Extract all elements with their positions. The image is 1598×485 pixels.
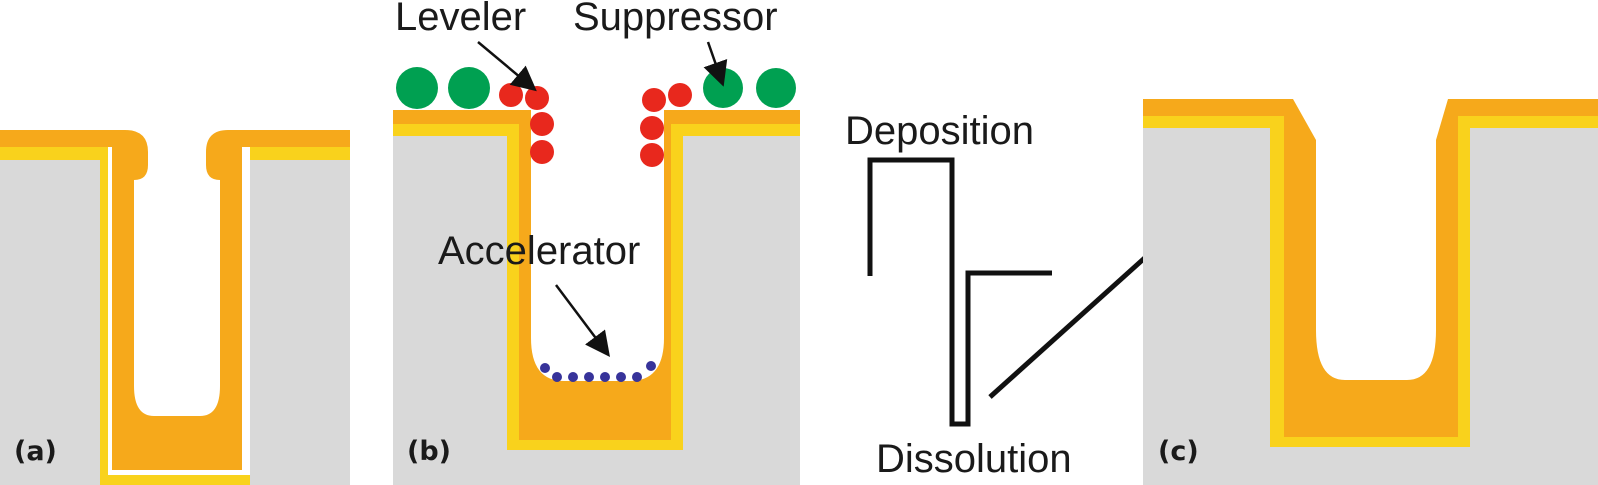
accelerator-molecule [552,372,562,382]
panel-label: (c) [1158,436,1199,467]
accelerator-molecule [646,361,656,371]
substrate-left [1143,128,1270,485]
suppressor-label: Suppressor [573,0,778,39]
leveler-molecule [642,88,666,112]
substrate-right [683,136,800,485]
panel-label: (a) [14,436,57,467]
accelerator-arrow [555,284,610,357]
leveler-molecule [499,83,523,107]
suppressor-molecule [703,68,743,108]
deposition-label: Deposition [845,109,1034,153]
substrate-bottom [1270,447,1470,485]
suppressor-molecule [756,68,796,108]
leveler-arrow [477,41,537,92]
substrate-bottom [507,450,683,485]
leveler-molecule [525,86,549,110]
suppressor-molecule [448,67,490,109]
leveler-molecule [640,116,664,140]
accelerator-molecule [616,372,626,382]
substrate-right [1470,128,1598,485]
panel-c: (c) [1143,99,1598,485]
accelerator-label: Accelerator [438,229,640,273]
substrate-right [250,160,350,485]
leveler-molecule [530,112,554,136]
accelerator-molecule [632,372,642,382]
accelerator-molecule [568,372,578,382]
panel-a: (a) [0,130,350,485]
panel-label: (b) [407,436,451,467]
suppressor-arrow [703,41,728,87]
substrate-left [0,160,100,485]
dissolution-label: Dissolution [876,437,1072,481]
accelerator-molecule [540,363,550,373]
leveler-molecule [668,83,692,107]
pulse-waveform-line [867,157,1052,427]
accelerator-molecule [584,372,594,382]
suppressor-molecule [396,67,438,109]
leveler-molecule [530,140,554,164]
leveler-label: Leveler [395,0,526,39]
accelerator-molecule [600,372,610,382]
leveler-molecule [640,143,664,167]
panel-b: Leveler Suppressor Accelerator (b) [393,0,800,485]
substrate-left [393,136,507,485]
